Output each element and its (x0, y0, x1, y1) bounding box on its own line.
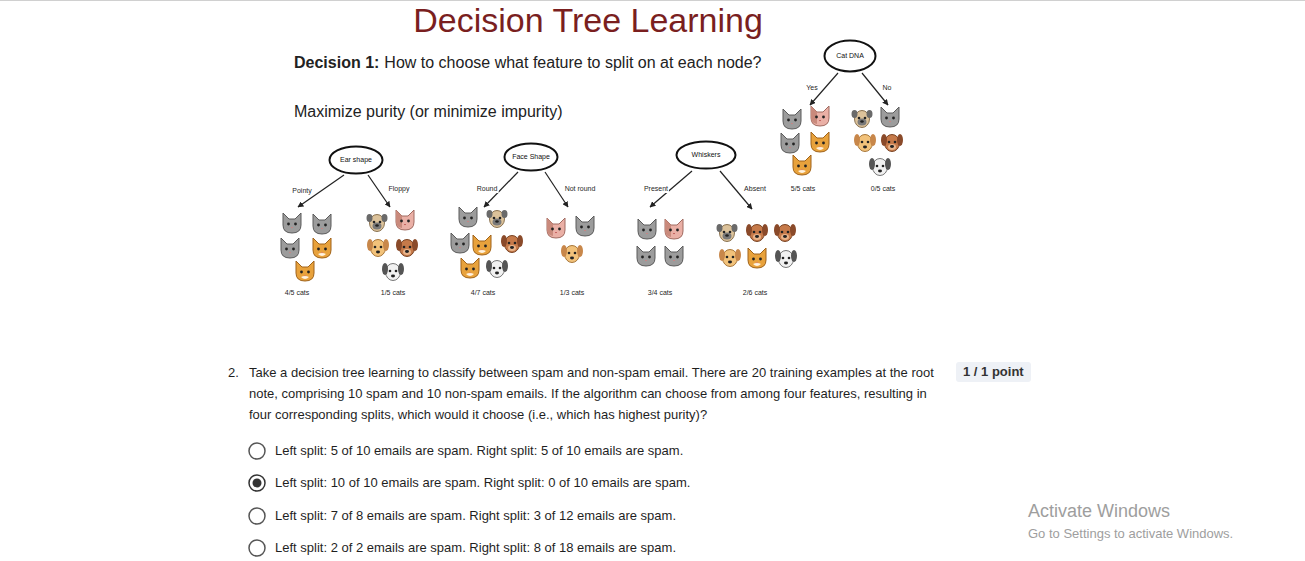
answer-option: Left split: 2 of 2 emails are spam. Righ… (275, 539, 676, 556)
feature-name: Cat DNA (836, 52, 864, 60)
heading-text: How to choose what feature to split on a… (384, 54, 761, 71)
radio-buttons (249, 443, 265, 556)
slide-title: Decision Tree Learning (413, 0, 763, 40)
count-caption: 2/6 cats (743, 288, 768, 297)
count-caption: 4/7 cats (471, 288, 496, 297)
feature-name: Whiskers (692, 151, 721, 159)
feature-name: Ear shape (340, 156, 372, 164)
answer-option: Left split: 7 of 8 emails are spam. Righ… (275, 507, 676, 524)
top-border (0, 0, 1305, 1)
count-caption: 5/5 cats (791, 184, 816, 193)
answer-option: Left split: 5 of 10 emails are spam. Rig… (275, 442, 683, 459)
slide-subheading: Maximize purity (or minimize impurity) (294, 101, 562, 122)
count-caption: 4/5 cats (285, 288, 310, 297)
count-caption: 1/5 cats (381, 288, 406, 297)
feature-node: Whiskers (675, 140, 737, 170)
watermark: Go to Settings to activate Windows. (1028, 525, 1233, 542)
tree-branches (298, 73, 888, 209)
watermark: Activate Windows (1028, 500, 1170, 523)
score-badge: 1 / 1 point (956, 362, 1031, 382)
branch-label: Not round (564, 184, 597, 193)
score-text: 1 / 1 point (963, 364, 1024, 380)
count-caption: 1/3 cats (560, 288, 585, 297)
branch-label: Round (476, 184, 499, 193)
feature-name: Face Shape (512, 153, 550, 161)
feature-node: Cat DNA (823, 39, 877, 73)
animal-icons (281, 106, 903, 281)
count-caption: 3/4 cats (648, 288, 673, 297)
branch-label: Floppy (387, 184, 410, 193)
answer-option: Left split: 10 of 10 emails are spam. Ri… (275, 474, 690, 491)
count-caption: 0/5 cats (871, 184, 896, 193)
feature-node: Ear shape (328, 145, 384, 175)
feature-node: Face Shape (503, 142, 559, 172)
branch-label: Absent (743, 184, 767, 193)
heading-bold: Decision 1: (294, 54, 379, 71)
slide-heading: Decision 1: How to choose what feature to… (294, 53, 772, 73)
branch-label: Yes (805, 83, 818, 92)
branch-label: Present (643, 184, 669, 193)
question-text: Take a decision tree learning to classif… (249, 362, 939, 425)
branch-label: No (882, 83, 893, 92)
branch-label: Pointy (291, 186, 312, 195)
question-number: 2. (228, 362, 239, 383)
